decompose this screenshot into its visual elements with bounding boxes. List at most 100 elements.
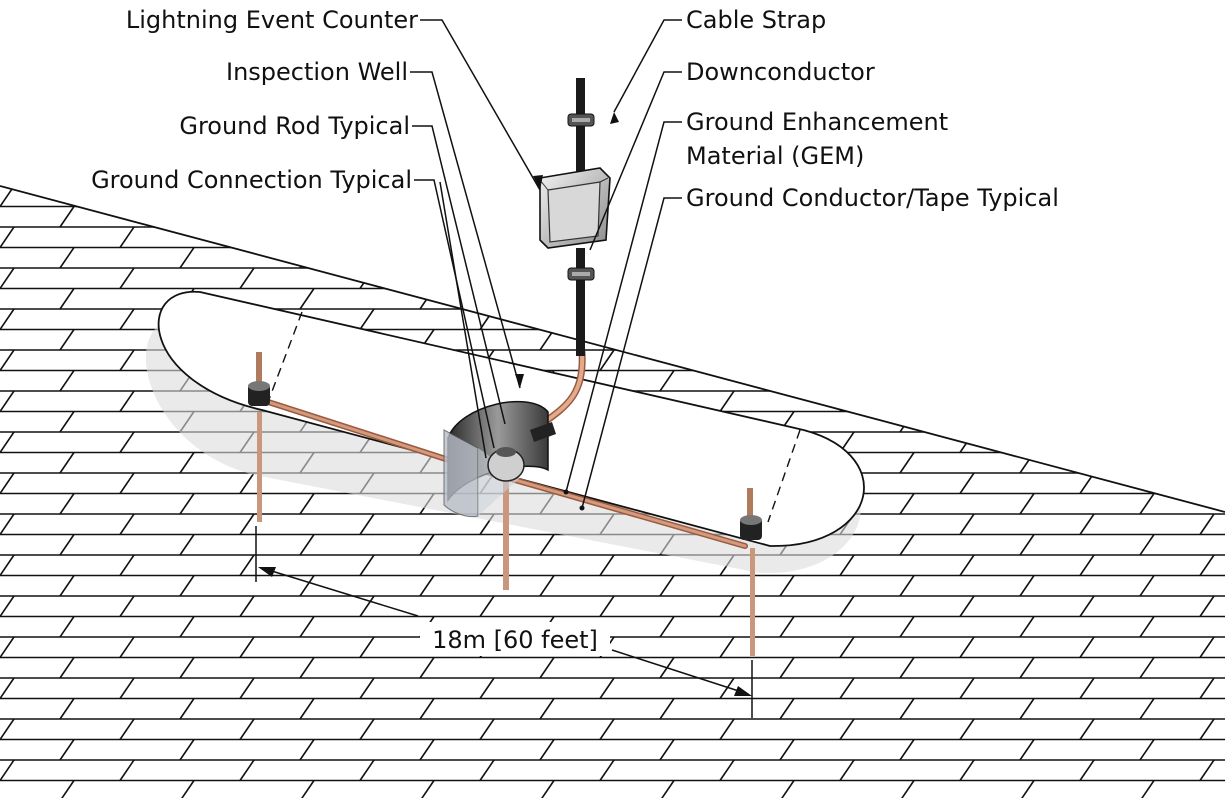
hatch-joint-line — [1139, 616, 1155, 638]
ground-rod-left-top — [256, 352, 262, 388]
hatch-joint-line — [59, 329, 75, 351]
ground-rod-right-top — [747, 488, 753, 524]
hatch-joint-line — [839, 349, 855, 371]
hatch-joint-line — [1139, 411, 1155, 433]
hatch-joint-line — [659, 206, 675, 228]
hatch-joint-line — [1019, 370, 1035, 392]
hatch-joint-line — [599, 677, 615, 699]
hatch-joint-line — [1019, 247, 1035, 269]
leader-ground-conductor — [581, 197, 682, 509]
hatch-joint-line — [479, 595, 495, 617]
hatch-joint-line — [539, 657, 555, 679]
hatch-joint-line — [1079, 186, 1095, 207]
hatch-joint-line — [659, 288, 675, 310]
hatch-joint-line — [779, 616, 795, 638]
leader-lines — [410, 19, 682, 509]
hatch-joint-line — [1199, 595, 1215, 617]
hatch-joint-line — [0, 390, 15, 412]
hatch-joint-line — [1019, 534, 1035, 556]
hatch-joint-line — [659, 739, 675, 761]
cable-strap-upper — [567, 113, 595, 127]
ground-connection-right — [740, 515, 762, 540]
hatch-joint-line — [779, 698, 795, 720]
hatch-joint-line — [719, 267, 735, 289]
hatch-joint-line — [59, 534, 75, 556]
hatch-joint-line — [1139, 657, 1155, 679]
label-ground-connection-typical: Ground Connection Typical — [91, 166, 412, 194]
hatch-joint-line — [1199, 472, 1215, 494]
label-lightning-event-counter: Lightning Event Counter — [126, 6, 418, 34]
hatch-joint-line — [1139, 575, 1155, 597]
hatch-joint-line — [959, 226, 975, 248]
hatch-joint-line — [1019, 493, 1035, 515]
hatch-joint-line — [239, 595, 255, 617]
hatch-joint-line — [1079, 431, 1095, 453]
hatch-joint-line — [119, 513, 135, 535]
hatch-joint-line — [1079, 759, 1095, 781]
hatch-joint-line — [1079, 390, 1095, 412]
ground-rod-right-bottom — [750, 548, 755, 656]
hatch-joint-line — [119, 431, 135, 453]
hatch-joint-line — [359, 308, 375, 330]
hatch-joint-line — [659, 616, 675, 638]
hatch-joint-line — [659, 575, 675, 597]
hatch-joint-line — [1139, 739, 1155, 761]
hatch-joint-line — [419, 575, 435, 597]
hatch-joint-line — [239, 267, 255, 289]
hatch-joint-line — [479, 677, 495, 699]
hatch-joint-line — [179, 534, 195, 556]
hatch-joint-line — [839, 390, 855, 412]
hatch-joint-line — [0, 595, 15, 617]
hatch-joint-line — [59, 206, 75, 228]
hatch-joint-line — [419, 247, 435, 269]
hatch-joint-line — [0, 226, 15, 248]
leader-ground-rod — [412, 125, 506, 425]
ground-rod-left-bottom — [257, 412, 262, 522]
hatch-joint-line — [299, 288, 315, 310]
hatch-joint-line — [1019, 288, 1035, 310]
hatch-joint-line — [1019, 739, 1035, 761]
hatch-joint-line — [59, 452, 75, 474]
hatch-joint-line — [359, 554, 375, 576]
label-gem-line1: Ground Enhancement — [686, 108, 948, 136]
hatch-joint-line — [1199, 636, 1215, 658]
hatch-joint-line — [899, 780, 915, 798]
dimension-line-right — [611, 649, 749, 695]
hatch-joint-line — [0, 759, 15, 781]
hatch-joint-line — [959, 554, 975, 576]
hatch-joint-line — [479, 186, 495, 207]
hatch-joint-line — [899, 247, 915, 269]
hatch-joint-line — [179, 739, 195, 761]
hatch-joint-line — [0, 308, 15, 330]
hatch-joint-line — [479, 226, 495, 248]
hatch-joint-line — [419, 739, 435, 761]
hatch-joint-line — [59, 739, 75, 761]
hatch-joint-line — [539, 698, 555, 720]
hatch-joint-line — [899, 370, 915, 392]
hatch-joint-line — [1079, 636, 1095, 658]
hatch-joint-line — [179, 575, 195, 597]
hatch-joint-line — [59, 616, 75, 638]
hatch-joint-line — [119, 554, 135, 576]
hatch-joint-line — [719, 226, 735, 248]
hatch-joint-line — [959, 472, 975, 494]
hatch-joint-line — [899, 616, 915, 638]
hatch-joint-line — [0, 472, 15, 494]
hatch-joint-line — [719, 390, 735, 412]
hatch-joint-line — [539, 739, 555, 761]
hatch-joint-line — [779, 247, 795, 269]
hatch-joint-line — [779, 739, 795, 761]
dimension-label: 18m [60 feet] — [432, 626, 598, 654]
leader-inspection-well — [410, 71, 521, 389]
hatch-joint-line — [1019, 616, 1035, 638]
hatch-joint-line — [359, 636, 375, 658]
hatch-joint-line — [359, 226, 375, 248]
hatch-joint-line — [959, 390, 975, 412]
hatch-joint-line — [59, 411, 75, 433]
hatch-joint-line — [1199, 349, 1215, 371]
hatch-joint-line — [239, 472, 255, 494]
hatch-joint-line — [1019, 411, 1035, 433]
hatch-joint-line — [719, 308, 735, 330]
hatch-joint-line — [1079, 554, 1095, 576]
